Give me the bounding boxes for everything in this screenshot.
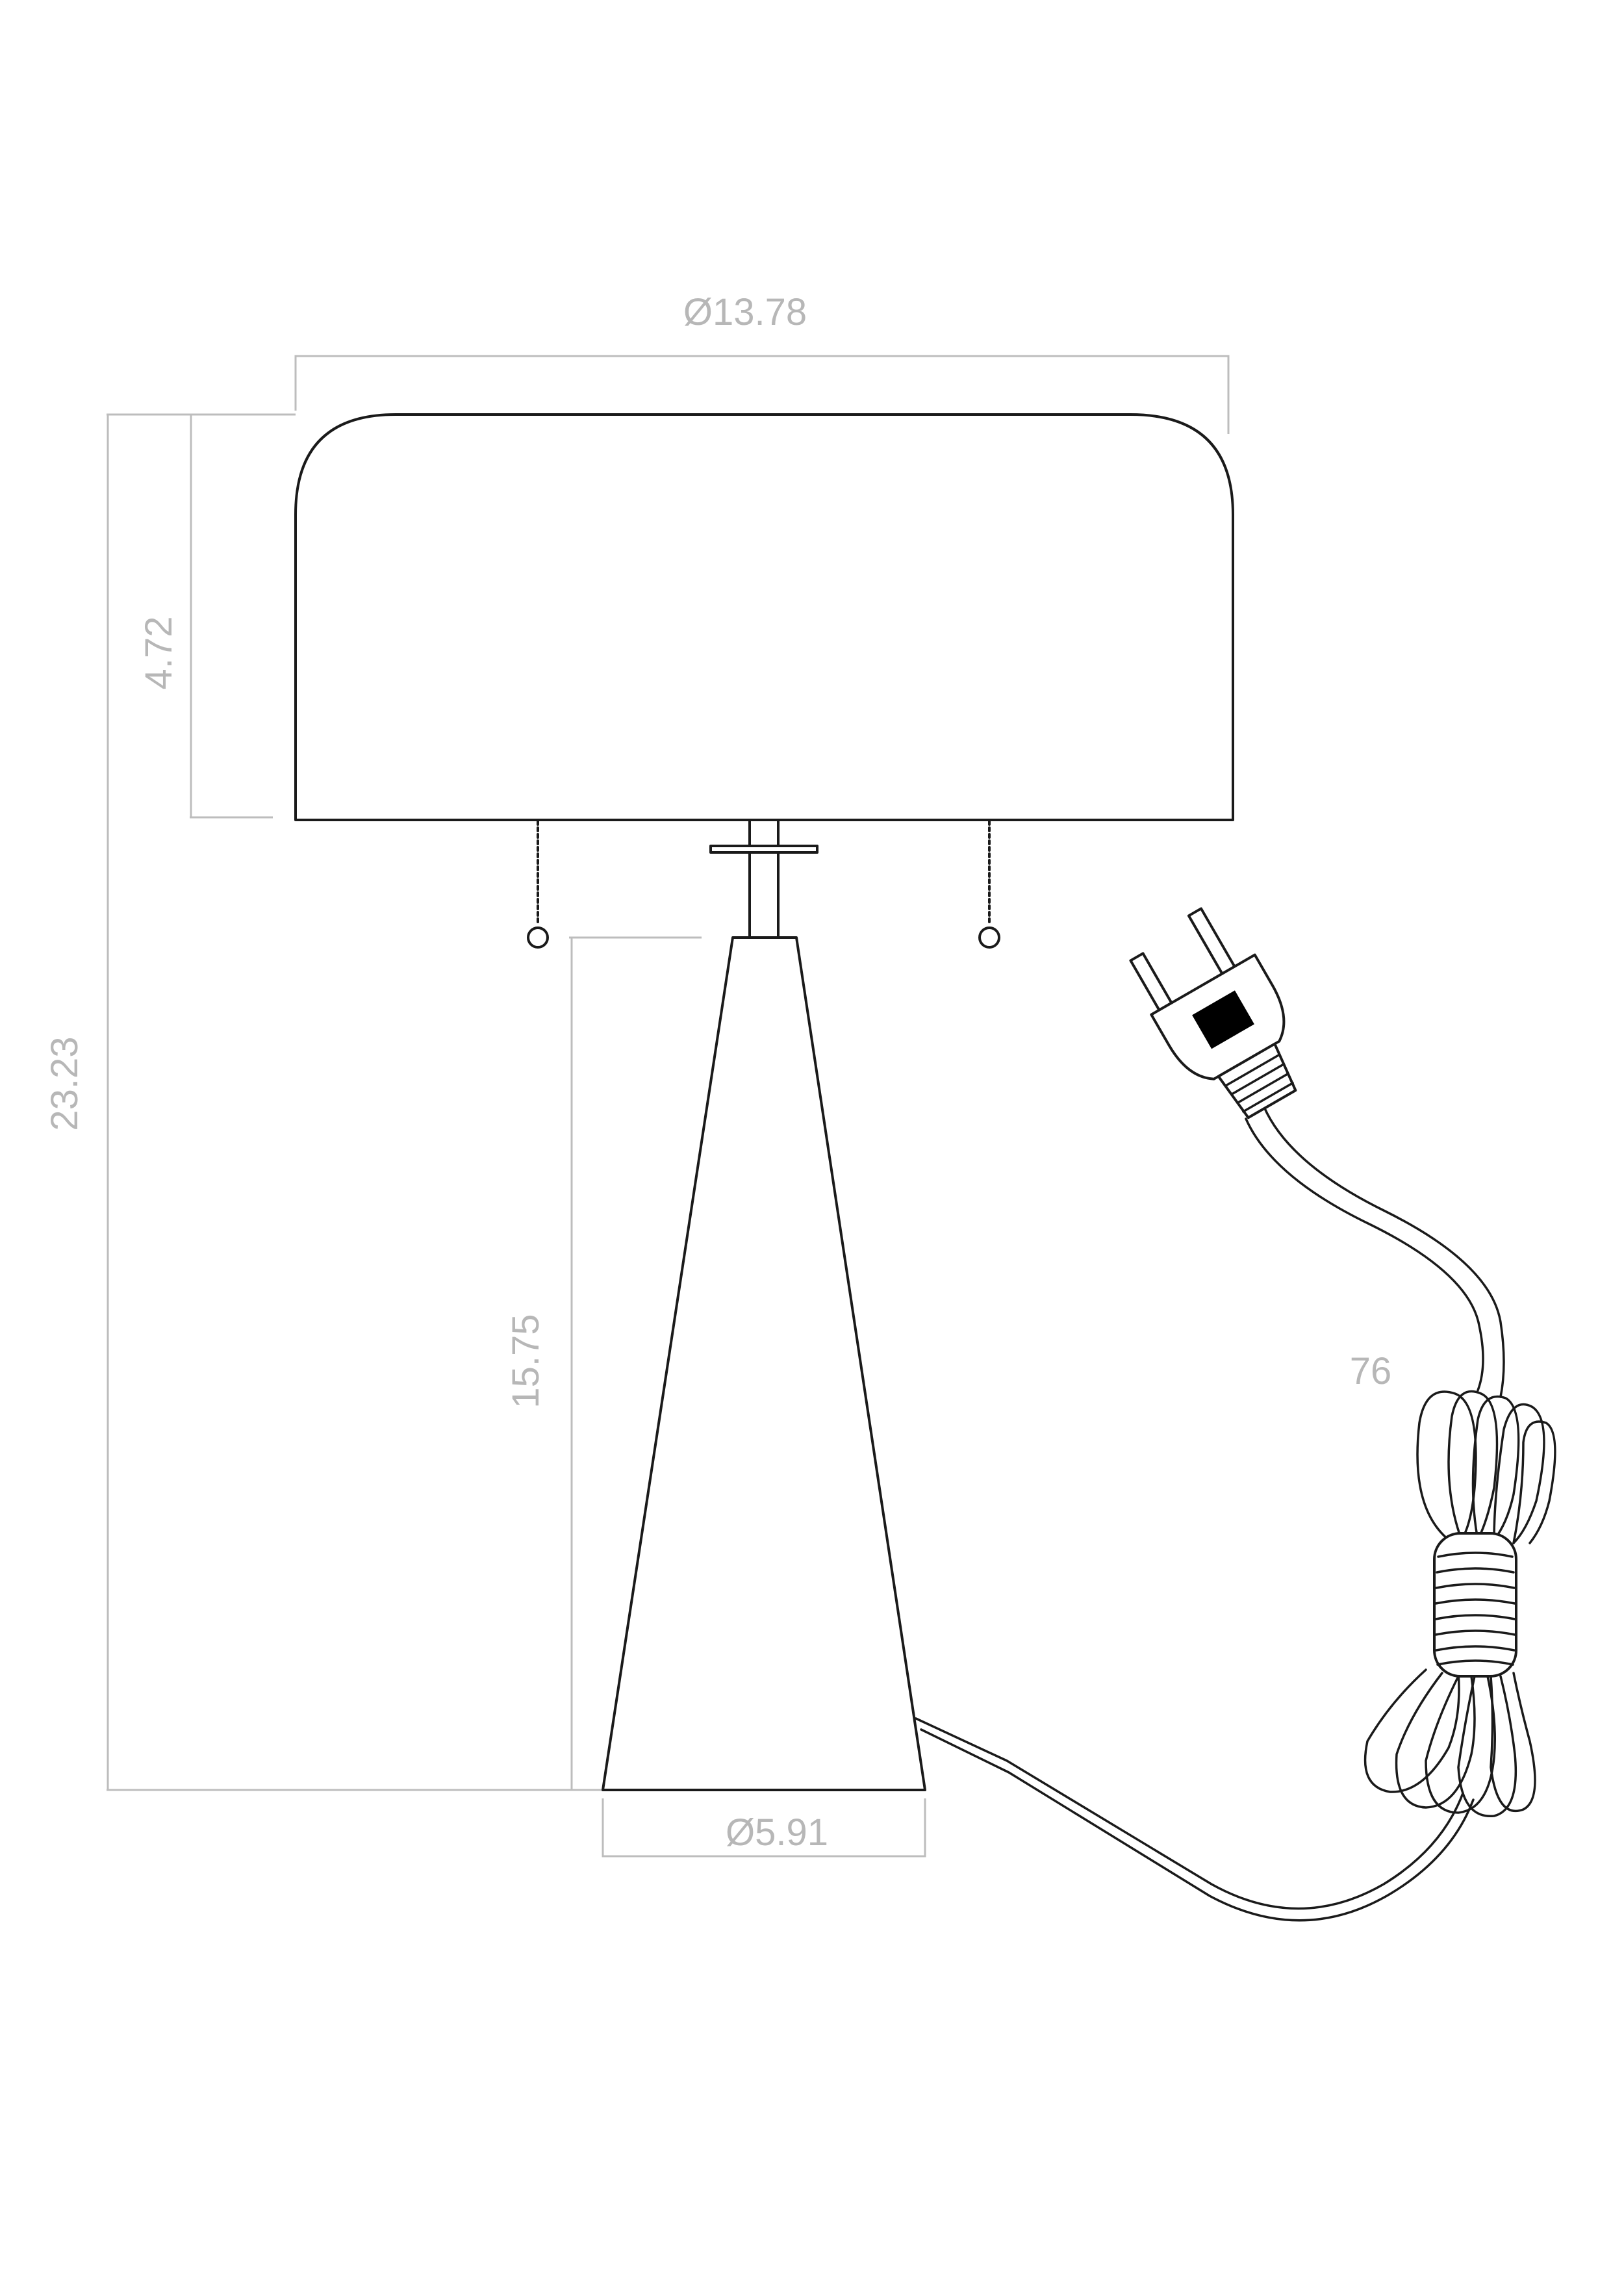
shade-width-dimension-line [294,355,1230,434]
pull-chain-left-knob [527,926,549,949]
dimension-lines [107,355,1230,1858]
lamp-shade [294,413,1234,821]
plug-prong-right [1187,907,1236,976]
pull-chain-left [527,820,549,949]
base-height-label: 15.75 [505,1314,547,1408]
plug-label-block [1192,990,1254,1049]
harp-collar [709,845,818,854]
overall-height-label: 23.23 [44,1036,86,1131]
base-diameter-label: Ø5.91 [726,1811,828,1854]
lamp-stem [748,819,780,939]
lamp [294,413,1234,1791]
base-diameter-dimension-line [602,1798,926,1858]
pull-chain-right-knob [978,926,1000,949]
power-cord [915,907,1556,1922]
pull-chain-right [978,820,1000,949]
plug-prong-left [1129,952,1173,1012]
shade-height-label: 4.72 [138,617,180,690]
cord-upper-segment [1245,1118,1484,1392]
cord-lower-segment [915,1717,1464,1910]
plug [1129,907,1297,1119]
shade-diameter-label: Ø13.78 [683,291,807,333]
cord-binding-wraps [1434,1552,1516,1666]
lamp-base [602,936,926,1791]
dimension-labels: Ø13.78 4.72 23.23 15.75 Ø5.91 76 [44,291,1391,1854]
cord-length-label: 76 [1350,1350,1392,1392]
cord-coil [1364,1390,1556,1817]
